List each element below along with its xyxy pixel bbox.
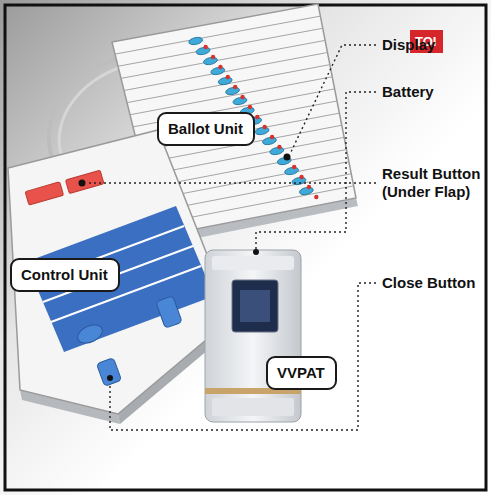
ballot-lamp: [307, 185, 311, 189]
ballot-button: [225, 86, 240, 96]
ballot-lamp: [262, 125, 266, 129]
ballot-lamp: [292, 165, 296, 169]
callout-label: Display: [382, 36, 435, 54]
control-button: [156, 296, 182, 328]
ballot-lamp: [277, 145, 281, 149]
ballot-button: [218, 76, 233, 86]
close-button: [96, 358, 121, 387]
ballot-lamp: [226, 75, 230, 79]
leader-line: [256, 92, 376, 250]
control-unit-body: [8, 130, 232, 414]
ballot-button: [284, 166, 299, 176]
part-label-box: Ballot Unit: [157, 112, 255, 146]
vvpat-base: [212, 398, 294, 416]
callout-label: Result Button (Under Flap): [382, 165, 484, 201]
node-text: Ballot Unit: [168, 120, 244, 138]
ballot-lamp: [218, 65, 222, 69]
ballot-row-line: [115, 16, 320, 54]
callout-label: Battery: [382, 83, 434, 101]
ballot-button: [188, 36, 203, 46]
ballot-lamp: [211, 55, 215, 59]
ballot-lamp: [270, 135, 274, 139]
vvpat-window: [232, 280, 278, 332]
node-text: Control Unit: [21, 266, 109, 284]
vvpat-body: [205, 250, 301, 422]
control-button: [75, 321, 105, 346]
ballot-button: [262, 136, 277, 146]
leader-lines: [86, 45, 376, 430]
callout-label: Close Button: [382, 274, 475, 292]
ballot-button: [269, 146, 284, 156]
vvpat-top: [212, 256, 294, 270]
ballot-button: [299, 186, 314, 196]
node-text: VVPAT: [277, 364, 326, 382]
ballot-row-line: [124, 53, 328, 91]
vvpat-slip: [240, 290, 270, 322]
leader-dot: [253, 249, 259, 255]
ballot-button: [203, 56, 218, 66]
leader-line: [110, 283, 376, 430]
ballot-button: [232, 96, 247, 106]
part-label-box: VVPAT: [266, 356, 337, 390]
display-panel: [65, 170, 103, 193]
display-panel: [25, 182, 63, 205]
leader-dot: [107, 375, 113, 381]
frame: [5, 5, 486, 490]
ballot-lamp: [240, 95, 244, 99]
ballot-row-line: [118, 28, 323, 66]
ballot-lamp: [299, 175, 303, 179]
ballot-lamp: [203, 45, 207, 49]
ballot-button: [255, 126, 270, 136]
leader-line: [290, 45, 376, 154]
ballot-button: [291, 176, 306, 186]
leader-line: [86, 182, 376, 183]
ballot-button: [210, 66, 225, 76]
ballot-lamp: [233, 85, 237, 89]
part-label-box: Control Unit: [10, 258, 120, 292]
ballot-row-line: [127, 65, 330, 103]
ballot-lamp: [248, 105, 252, 109]
ballot-row-line: [130, 77, 332, 115]
ballot-row-line: [121, 40, 325, 78]
display-panels: [25, 170, 104, 205]
leader-dot: [284, 154, 291, 161]
ballot-button: [196, 46, 211, 56]
leader-dot: [79, 180, 86, 187]
ballot-lamp: [255, 115, 259, 119]
ballot-lamp: [314, 195, 318, 199]
